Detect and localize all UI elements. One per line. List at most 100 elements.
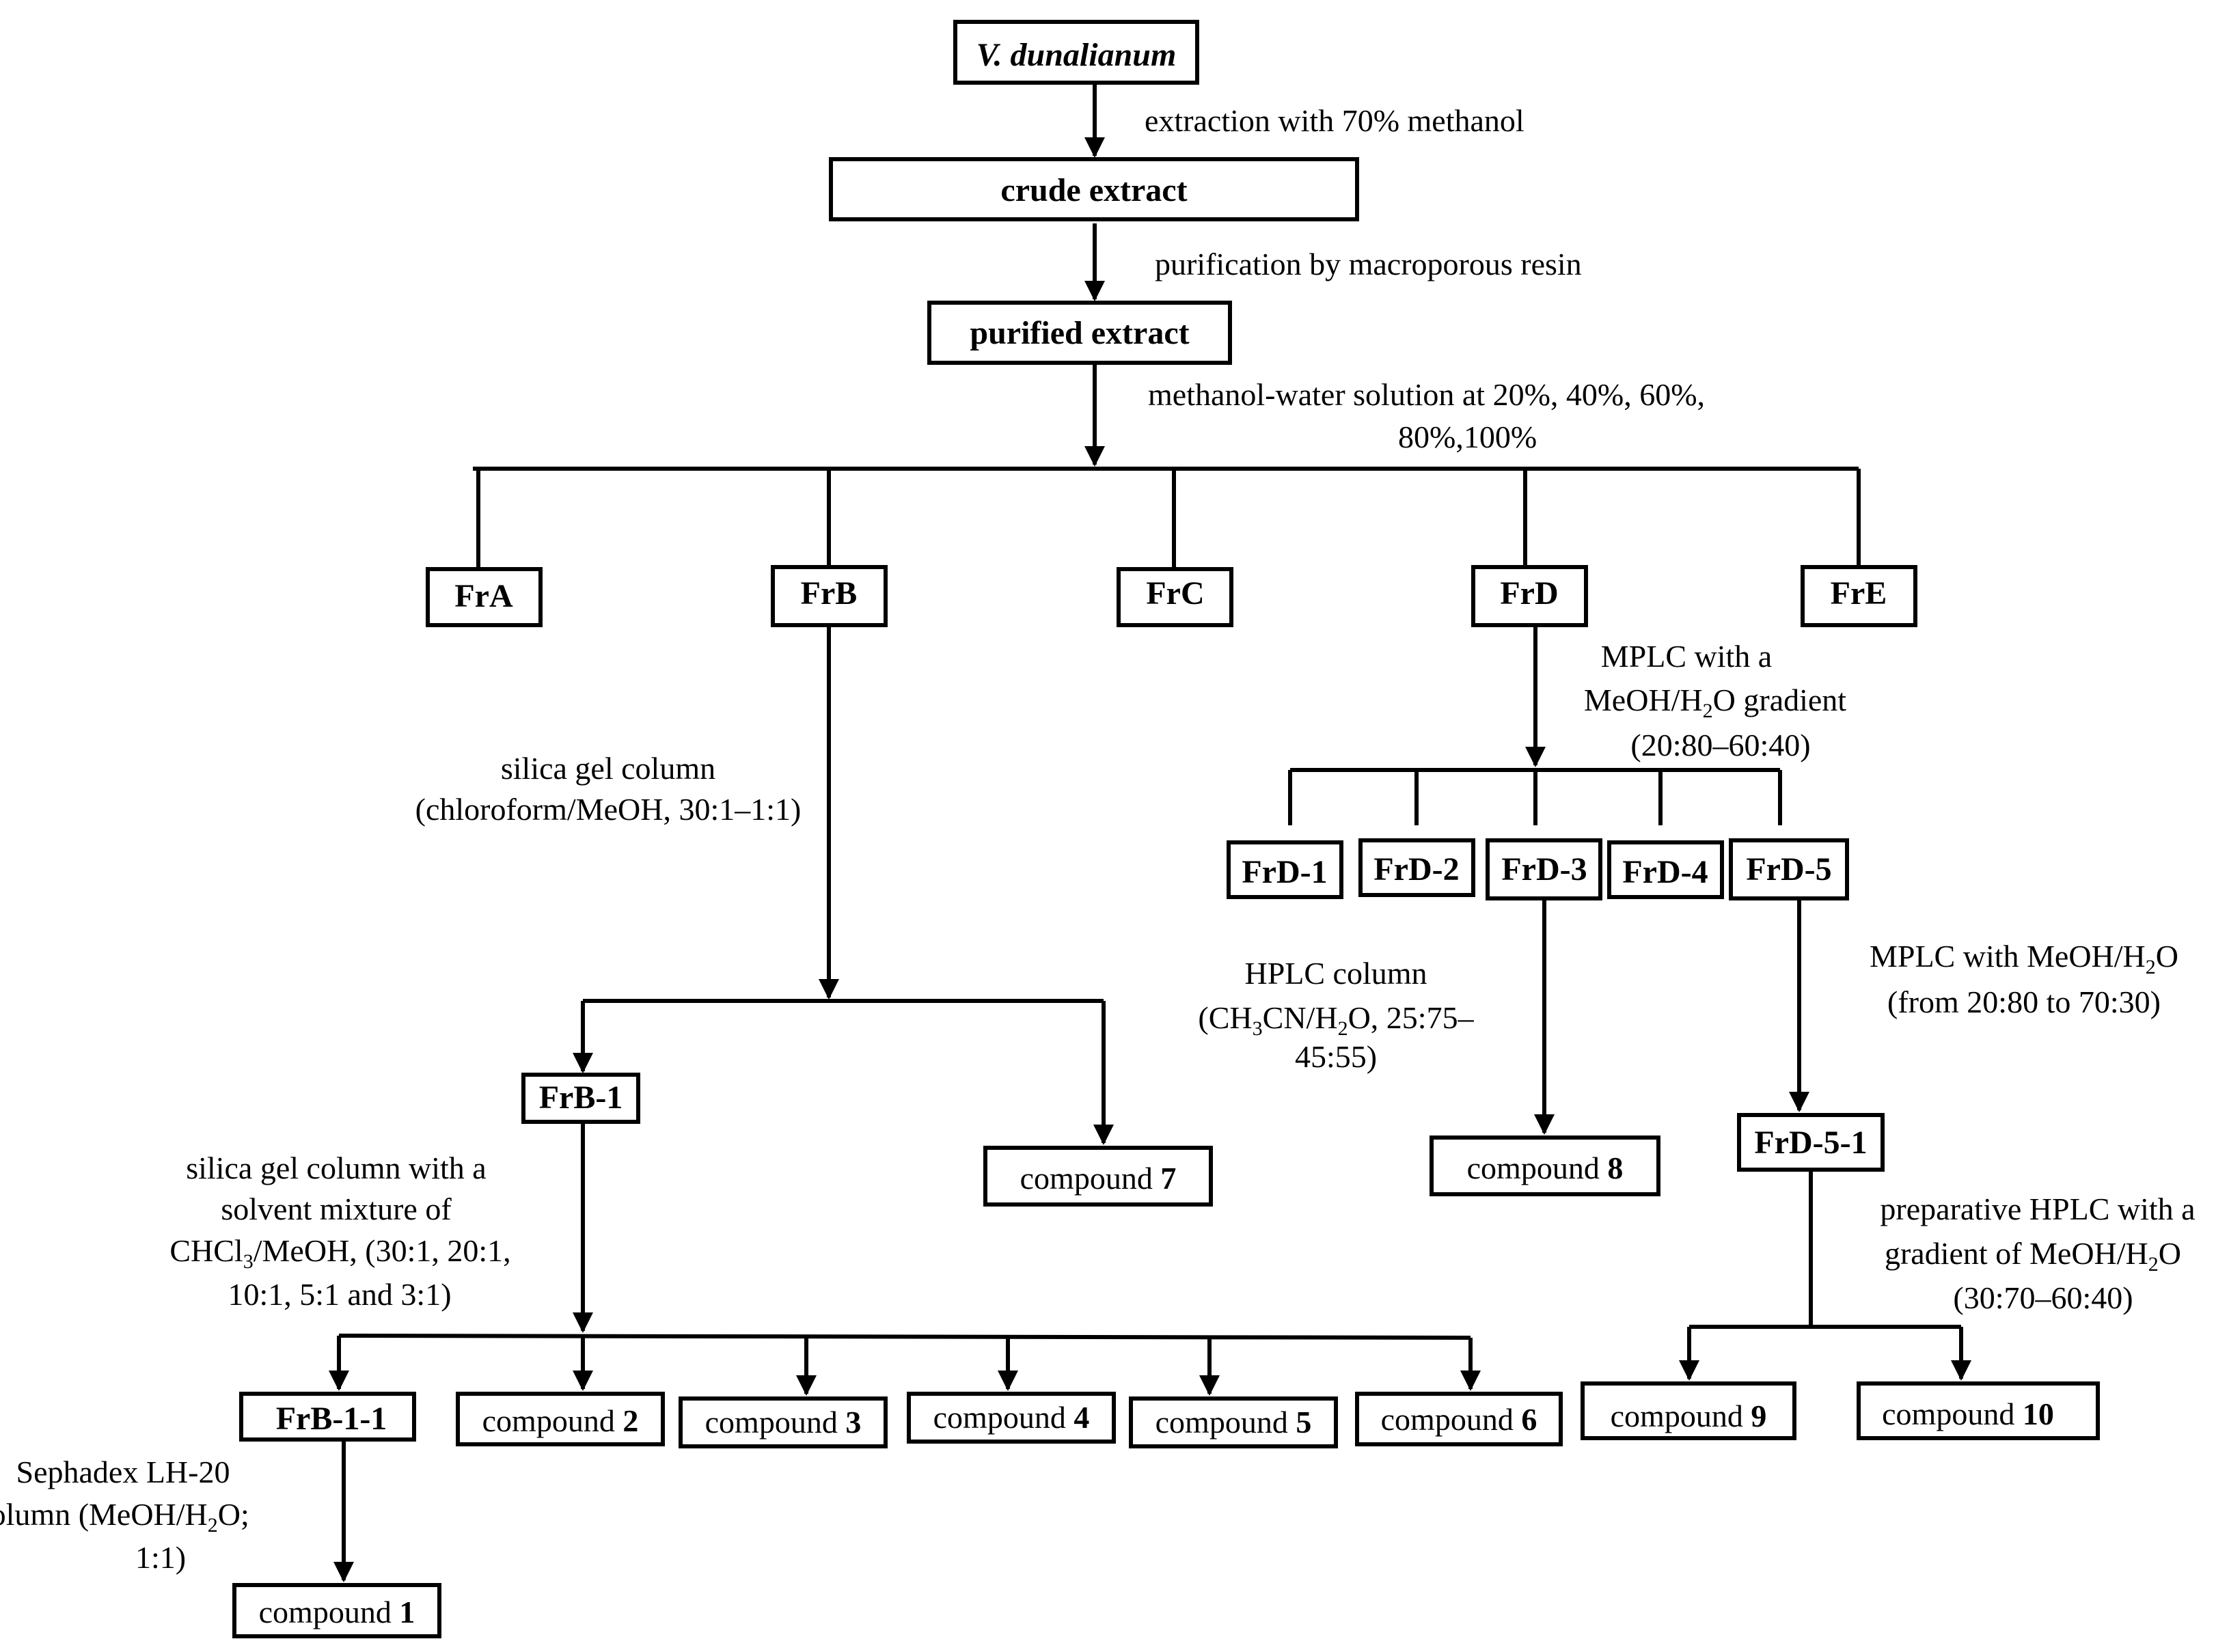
step-mplc5-line1: MPLC with MeOH/H2O — [1870, 939, 2178, 978]
step-sephadex-line1: Sephadex LH-20 — [16, 1455, 230, 1489]
node-frd5-label: FrD-5 — [1746, 851, 1831, 887]
step-silica-mix-line3-c: /MeOH, (30:1, 20:1, — [254, 1233, 511, 1268]
svg-text:compound 10: compound 10 — [1882, 1396, 2054, 1431]
compound-3: compound 3 — [679, 1396, 888, 1448]
node-source: V. dunalianum — [953, 20, 1199, 85]
node-frc: FrC — [1117, 567, 1233, 627]
step-mplc-line3: (20:80–60:40) — [1630, 728, 1810, 762]
node-frd: FrD — [1471, 565, 1588, 627]
compound-9-number: 9 — [1751, 1399, 1766, 1433]
node-frd4-label: FrD-4 — [1622, 854, 1708, 890]
node-frd4: FrD-4 — [1607, 840, 1724, 899]
step-hplc-line3: 45:55) — [1295, 1039, 1377, 1074]
step-methanol-water-line1: methanol-water solution at 20%, 40%, 60%… — [1148, 377, 1705, 412]
step-hplc-line2-c: CN/H — [1263, 1000, 1338, 1035]
step-hplc-line2: (CH3CN/H2O, 25:75– — [1198, 1000, 1474, 1040]
step-silica-mix-line2: solvent mixture of — [221, 1192, 452, 1226]
compound-6-number: 6 — [1521, 1402, 1537, 1437]
step-hplc-line2-e: O, 25:75– — [1348, 1000, 1475, 1035]
step-prep-hplc-line2-c: O — [2159, 1236, 2181, 1271]
step-mplc5-line2: (from 20:80 to 70:30) — [1887, 985, 2161, 1019]
compound-1: compound 1 — [232, 1583, 441, 1638]
compound-8-number: 8 — [1607, 1151, 1623, 1185]
step-labels: extraction with 70% methanol purificatio… — [0, 103, 2196, 1575]
node-crude-label: crude extract — [1000, 172, 1187, 208]
step-mplc-line2-sub: 2 — [1703, 700, 1713, 722]
compound-4: compound 4 — [907, 1392, 1116, 1444]
compound-8-word: compound — [1467, 1151, 1600, 1185]
step-sephadex-line2-a: column (MeOH/H — [0, 1497, 208, 1532]
compound-5: compound 5 — [1129, 1396, 1338, 1448]
step-prep-hplc-line3: (30:70–60:40) — [1953, 1280, 2133, 1315]
step-prep-hplc-line2-sub: 2 — [2148, 1253, 2159, 1276]
compound-10-word: compound — [1882, 1396, 2014, 1431]
step-mplc-line2-c: O gradient — [1713, 683, 1847, 717]
compound-7-number: 7 — [1160, 1161, 1176, 1196]
node-source-label: V. dunalianum — [976, 37, 1177, 73]
node-frb11: FrB-1-1 — [239, 1392, 416, 1442]
node-frd3-label: FrD-3 — [1501, 851, 1587, 887]
step-silica-mix-line3-sub: 3 — [243, 1250, 254, 1273]
step-methanol-water-line2: 80%,100% — [1398, 419, 1537, 454]
step-silica-line1: silica gel column — [501, 751, 715, 786]
step-sephadex-line3: 1:1) — [135, 1540, 186, 1575]
svg-text:compound 1: compound 1 — [259, 1595, 415, 1629]
step-hplc-line1: HPLC column — [1244, 956, 1427, 991]
compound-1-number: 1 — [399, 1595, 415, 1629]
node-frd1: FrD-1 — [1227, 840, 1343, 899]
step-silica-mix-line3: CHCl3/MeOH, (30:1, 20:1, — [169, 1233, 510, 1273]
step-sephadex-line2-c: O; — [218, 1497, 249, 1532]
node-frb11-label: FrB-1-1 — [276, 1401, 387, 1437]
svg-text:compound 7: compound 7 — [1020, 1161, 1177, 1196]
compound-5-number: 5 — [1296, 1405, 1311, 1440]
node-frd51-label: FrD-5-1 — [1754, 1125, 1867, 1161]
step-resin: purification by macroporous resin — [1155, 247, 1582, 281]
node-frc-label: FrC — [1146, 575, 1204, 611]
step-mplc-line2-a: MeOH/H — [1584, 683, 1703, 717]
node-fra: FrA — [426, 567, 543, 627]
compound-6-word: compound — [1381, 1402, 1514, 1437]
compound-2: compound 2 — [456, 1392, 665, 1446]
compound-2-word: compound — [482, 1403, 615, 1438]
step-silica-mix-line3-a: CHCl — [169, 1233, 243, 1268]
node-purified-extract: purified extract — [927, 301, 1232, 365]
compound-4-number: 4 — [1074, 1400, 1089, 1435]
svg-text:compound 8: compound 8 — [1467, 1151, 1624, 1185]
compound-9-word: compound — [1611, 1399, 1743, 1433]
step-prep-hplc-line2: gradient of MeOH/H2O — [1885, 1236, 2181, 1276]
compound-9: compound 9 — [1581, 1381, 1796, 1440]
compound-3-word: compound — [705, 1405, 838, 1440]
compound-6: compound 6 — [1355, 1392, 1563, 1446]
node-crude-extract: crude extract — [829, 157, 1359, 221]
step-sephadex-line2: column (MeOH/H2O; — [0, 1497, 249, 1537]
compound-2-number: 2 — [623, 1403, 638, 1438]
node-frb1: FrB-1 — [521, 1073, 640, 1124]
step-sephadex-line2-sub: 2 — [208, 1514, 218, 1537]
frb1-bus — [338, 1334, 1471, 1340]
step-silica-mix-line4: 10:1, 5:1 and 3:1) — [228, 1277, 451, 1312]
svg-text:compound 4: compound 4 — [933, 1400, 1090, 1435]
step-mplc5-line1-c: O — [2156, 939, 2178, 974]
node-frd5: FrD-5 — [1729, 838, 1849, 900]
step-silica-mix-line1: silica gel column with a — [186, 1151, 486, 1185]
compound-5-word: compound — [1155, 1405, 1288, 1440]
svg-text:compound 5: compound 5 — [1155, 1405, 1312, 1440]
step-hplc-line2-sub2: 2 — [1338, 1017, 1348, 1040]
compound-4-word: compound — [933, 1400, 1066, 1435]
step-hplc-line2-a: (CH — [1198, 1000, 1252, 1035]
node-frd2: FrD-2 — [1358, 838, 1475, 897]
step-mplc-line2: MeOH/H2O gradient — [1584, 683, 1846, 722]
svg-text:compound 9: compound 9 — [1611, 1399, 1767, 1433]
node-fra-label: FrA — [454, 578, 513, 614]
svg-text:compound 2: compound 2 — [482, 1403, 639, 1438]
node-frb1-label: FrB-1 — [539, 1079, 623, 1116]
connectors — [329, 83, 1971, 1582]
node-frb: FrB — [771, 565, 888, 627]
step-hplc-line2-sub1: 3 — [1253, 1017, 1263, 1040]
node-frd-label: FrD — [1500, 575, 1558, 611]
step-mplc5-line1-a: MPLC with MeOH/H — [1870, 939, 2146, 974]
node-fre-label: FrE — [1831, 575, 1887, 611]
node-frd51: FrD-5-1 — [1737, 1113, 1885, 1172]
